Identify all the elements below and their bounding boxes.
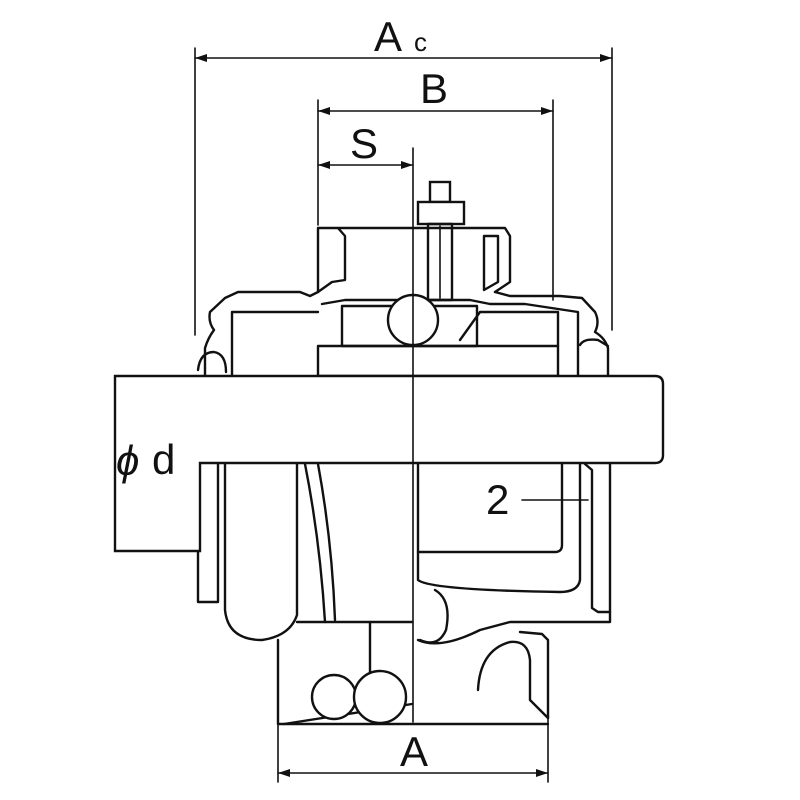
base-box (276, 638, 550, 726)
ball-bottom-left (310, 673, 358, 721)
housing-right-shoulder (493, 290, 610, 377)
right-lip (578, 338, 610, 348)
housing-right-wall (583, 462, 612, 614)
label-b: B (420, 65, 448, 112)
label-two: 2 (486, 476, 509, 523)
housing-inner-top (230, 298, 580, 377)
label-ac-sub: c (414, 27, 427, 57)
b-arrow-right (541, 107, 553, 115)
label-s: S (350, 120, 378, 167)
setscrew-shank (426, 222, 454, 302)
setscrew (416, 180, 466, 302)
b-arrow-left (318, 107, 330, 115)
a-arrow-left (278, 769, 290, 777)
foot-right (476, 640, 550, 720)
dimension-ac (194, 47, 613, 336)
s-arrow-left (318, 161, 330, 169)
label-d: d (152, 436, 175, 483)
housing (196, 226, 612, 726)
dimension-b (317, 99, 554, 301)
foot-right-outer (518, 630, 550, 720)
ball-lower-partial (418, 588, 449, 644)
ac-arrow-right (600, 54, 612, 62)
ball-set (310, 293, 449, 725)
inner-ring-lower (416, 462, 564, 554)
setscrew-nut (416, 200, 466, 226)
inner-ring-band (316, 344, 560, 378)
label-a: A (400, 728, 428, 775)
left-lip (196, 350, 228, 374)
ac-arrow-left (195, 54, 207, 62)
lower-left-curve-2 (316, 462, 337, 622)
a-arrow-right (536, 769, 548, 777)
housing-left-shoulder (203, 290, 320, 377)
lower-left-curve (303, 462, 327, 624)
label-ac-main: A (374, 13, 402, 60)
ball-bottom-right (352, 669, 408, 725)
seal-lip-right (458, 310, 560, 348)
label-phi: ϕ (116, 437, 139, 484)
setscrew-head (428, 180, 452, 204)
housing-top-cap (316, 226, 512, 294)
dimension-s (317, 161, 414, 169)
shaft (113, 374, 665, 553)
lower-left-groove (223, 462, 299, 642)
outer-ring-lower (416, 462, 582, 594)
s-arrow-right (401, 161, 413, 169)
